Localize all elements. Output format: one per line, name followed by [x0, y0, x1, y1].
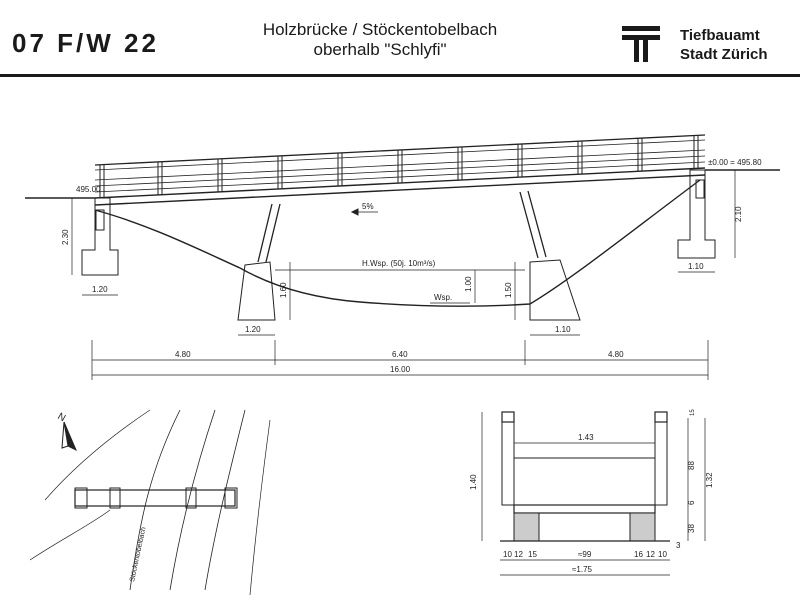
dim-span-left: 4.80 — [175, 350, 191, 359]
dim-right-pier-width: 1.10 — [555, 325, 571, 334]
high-water-label: H.Wsp. (50j. 10m³/s) — [362, 259, 436, 268]
drawing-code: 07 F/W 22 — [12, 28, 159, 58]
dim-38: 38 — [687, 524, 696, 533]
organization: Tiefbauamt Stadt Zürich — [680, 26, 768, 64]
north-arrow-icon — [61, 421, 77, 452]
dim-left-foundation-width: 1.20 — [92, 285, 108, 294]
cross-section — [481, 411, 706, 576]
dim-bottom-right-2: 12 — [646, 550, 655, 559]
org-line-1: Tiefbauamt — [680, 27, 760, 44]
dim-bottom-right-1: 16 — [634, 550, 643, 559]
dim-6: 6 — [687, 500, 696, 505]
dim-total-height: 1.32 — [705, 472, 714, 488]
dim-88: 88 — [687, 461, 696, 470]
tiefbauamt-logo-icon — [622, 26, 660, 62]
water-level-label: Wsp. — [434, 293, 452, 302]
dim-bottom-left-1: 10 — [503, 550, 512, 559]
org-line-2: Stadt Zürich — [680, 46, 768, 63]
dim-water-depth: 1.00 — [464, 276, 473, 292]
dim-span-middle: 6.40 — [392, 350, 408, 359]
dim-inner-width: 1.43 — [578, 433, 594, 442]
header-rule — [0, 74, 800, 77]
title-line-1: Holzbrücke / Stöckentobelbach — [262, 20, 498, 39]
stream-label: Stöckentobelbach — [129, 526, 147, 582]
level-right-label: ±0.00 = 495.80 — [708, 158, 762, 167]
dim-middle: ≈99 — [578, 550, 592, 559]
site-plan — [29, 409, 271, 596]
title-line-2: oberhalb "Schlyfi" — [313, 40, 447, 59]
dim-top: 15 — [690, 409, 696, 416]
dim-left-abutment-height: 2.30 — [61, 229, 70, 245]
bridge-elevation — [25, 134, 780, 380]
level-left-label: 495.00 — [76, 185, 101, 194]
dim-bottom-left-3: 15 — [528, 550, 537, 559]
dim-total-length: 16.00 — [390, 365, 411, 374]
north-label: N — [56, 411, 68, 424]
dim-3: 3 — [676, 541, 681, 550]
dim-right-foundation-width: 1.10 — [688, 262, 704, 271]
slope-label: 5% — [362, 202, 374, 211]
dim-left-pier-height: 1.60 — [279, 282, 288, 298]
dim-section-height: 1.40 — [469, 474, 478, 490]
dim-span-right: 4.80 — [608, 350, 624, 359]
dim-overall-width: ≈1.75 — [572, 565, 593, 574]
dim-right-pier-height: 1.50 — [504, 282, 513, 298]
dim-bottom-right-3: 10 — [658, 550, 667, 559]
dim-left-pier-width: 1.20 — [245, 325, 261, 334]
drawing-title: Holzbrücke / Stöckentobelbach oberhalb "… — [230, 20, 530, 60]
dim-right-abutment-height: 2.10 — [734, 206, 743, 222]
dim-bottom-left-2: 12 — [514, 550, 523, 559]
